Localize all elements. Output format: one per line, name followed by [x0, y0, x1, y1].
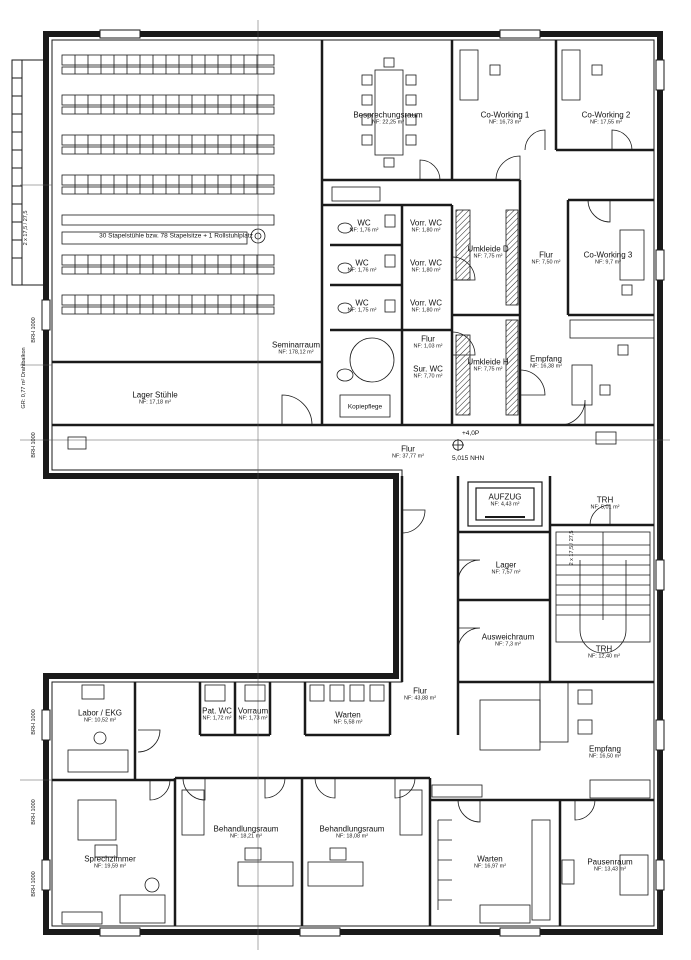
external-stair	[11, 59, 45, 286]
stair-note-left: 2 x 17,5 / 27,5	[23, 210, 29, 246]
windows	[41, 29, 665, 937]
brh-label-1: BRH 1000	[31, 317, 37, 343]
grid-lines	[20, 20, 670, 950]
seminar-chairs	[61, 54, 275, 315]
level-marker	[67, 431, 617, 451]
elevator	[467, 481, 543, 527]
level-mark: +4,0P	[462, 430, 480, 437]
brh-label-2: BRH 1000	[31, 709, 37, 735]
stair-note-top: 2 x 17,5 / 27,5	[569, 530, 575, 566]
brh-label-5: BRH 1000	[31, 432, 37, 458]
exterior-walls	[43, 31, 663, 935]
nhn-mark: 5,015 NHN	[452, 455, 485, 462]
room-kopiepflege: Kopiepflege	[347, 403, 383, 411]
lockers	[455, 209, 519, 416]
meeting-table	[331, 57, 417, 202]
wc-fixtures	[336, 214, 396, 418]
brh-label-3: BRH 1000	[31, 799, 37, 825]
doors	[137, 129, 633, 823]
staircase	[555, 531, 651, 654]
practice-furniture	[61, 681, 651, 925]
seating-note: 30 Stapelstühle bzw. 78 Stapelsitze + 1 …	[99, 232, 253, 240]
balcony-note: GR: 0,77 m² Drahtbalkon	[21, 347, 27, 409]
office-desks	[459, 49, 655, 406]
interior-walls	[52, 40, 654, 926]
brh-label-4: BRH 1000	[31, 871, 37, 897]
